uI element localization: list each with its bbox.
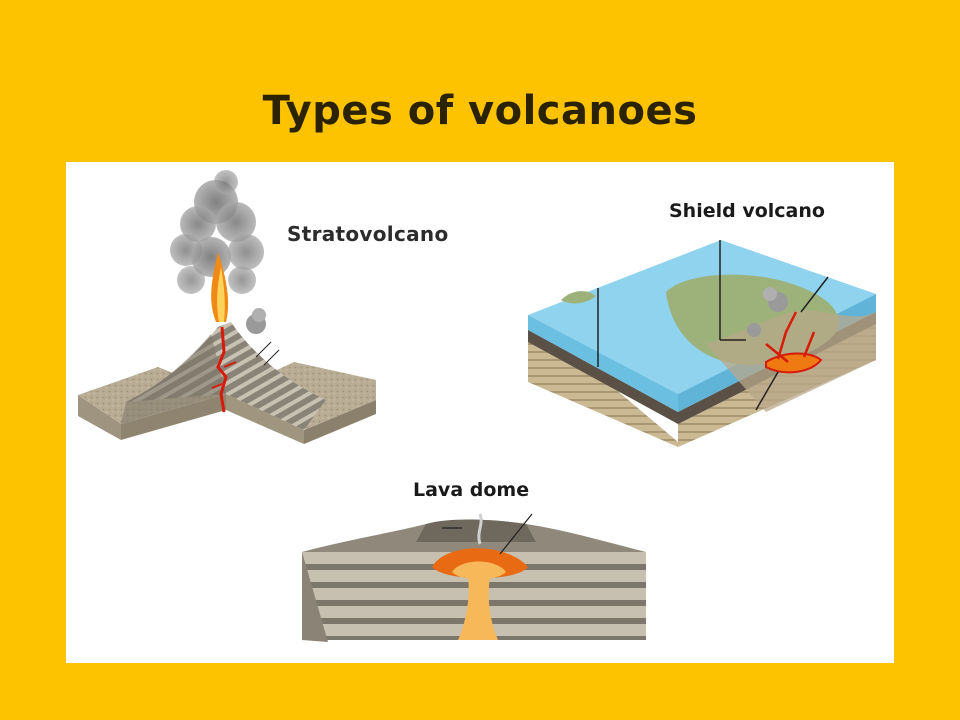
strato-block-front-right [226, 394, 304, 444]
strato-block-left-side [78, 395, 121, 440]
strato-block-right-side [304, 400, 376, 444]
diagram-panel: Stratovolcano Shield volcano Lava dome [66, 162, 894, 663]
stratovolcano-illustration [78, 170, 376, 444]
shield-dikes [765, 311, 816, 363]
dome-conduit [458, 577, 498, 640]
shield-magma-chamber [765, 352, 823, 374]
strato-dikes [211, 361, 237, 389]
lava-dome-label: Lava dome [413, 479, 530, 501]
lava-dome-illustration [302, 513, 646, 642]
stratovolcano-label: Stratovolcano [287, 222, 449, 246]
shield-dark-layer-left [528, 330, 678, 424]
strato-conduit [216, 326, 228, 413]
shield-volcano-label: Shield volcano [669, 200, 825, 222]
shield-volcano-illustration [528, 240, 876, 447]
strato-block-front-left [121, 394, 226, 440]
strato-cone-shadow [121, 334, 226, 424]
shield-islet [561, 291, 596, 304]
slide-title: Types of volcanoes [262, 88, 698, 134]
volcano-illustrations [78, 170, 876, 642]
